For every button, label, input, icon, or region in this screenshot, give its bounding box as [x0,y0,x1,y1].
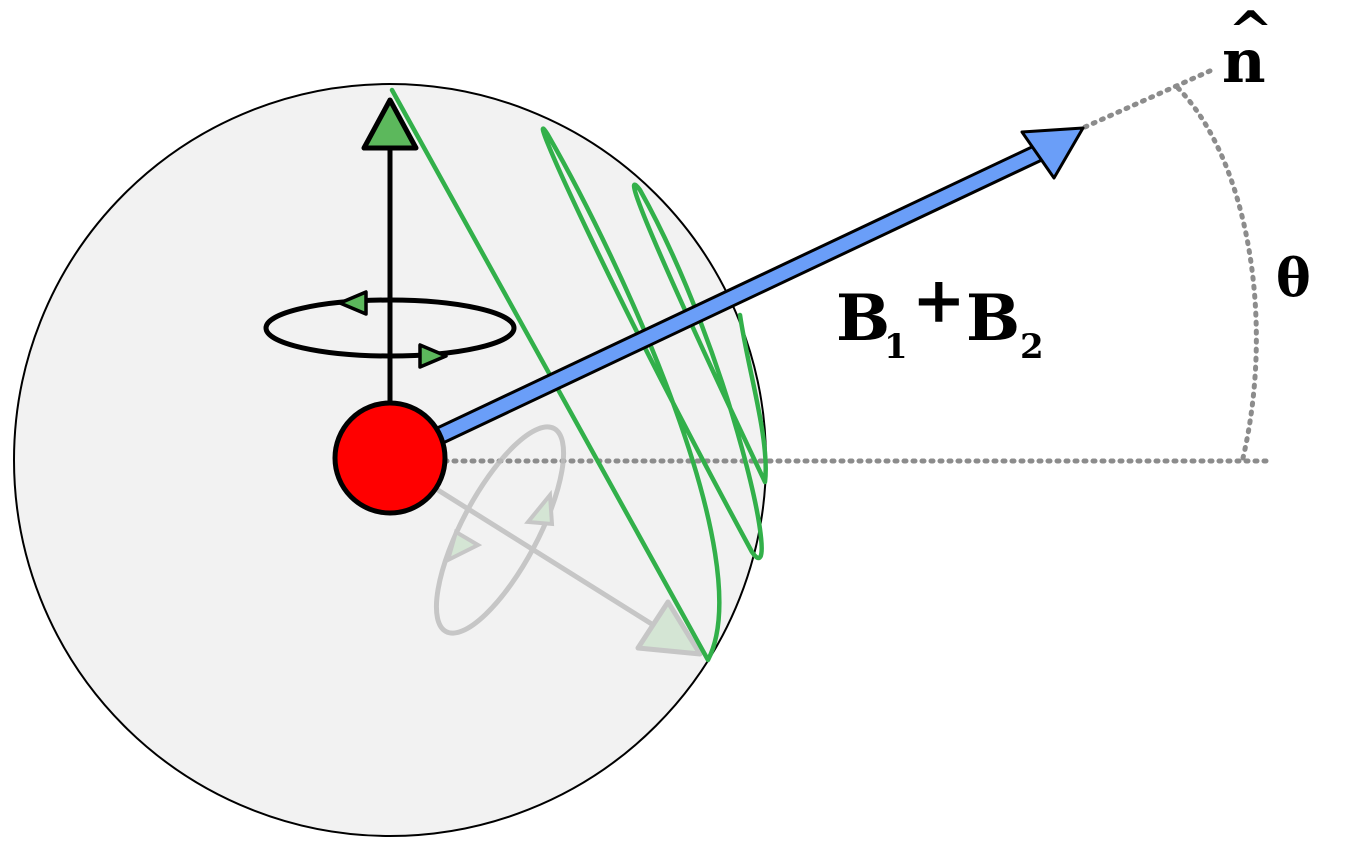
field-label-sub-2: 2 [1020,327,1044,367]
field-vector-arrowhead [1020,126,1085,180]
ghost-spin [404,424,703,657]
axis-label: n [1222,27,1266,97]
rotation-direction-arrowhead [418,343,448,369]
axis-label-hat: ^ [1228,0,1273,63]
field-vector-fill [417,146,1043,451]
spin-vector-arrowhead [361,97,419,151]
ghost-spin-arrowhead [635,599,703,657]
angle-arc [1175,85,1259,461]
ghost-spin-shaft [404,467,692,651]
field-label-b: B [966,281,1020,356]
field-label-sub-1: 1 [884,327,908,367]
angle-label: θ [1276,248,1311,309]
field-label-plus: + [912,263,966,338]
axis-extension-line [1082,67,1215,130]
precession-trajectory [389,87,768,663]
particle [332,400,448,516]
spin-rotation-loop [263,297,517,359]
field-label-b: B [836,281,890,356]
rotation-direction-arrowhead [338,290,368,316]
ghost-rotation-loop [433,424,567,636]
ghost-rotation-arrowhead [444,528,483,564]
ghost-rotation-arrowhead [524,489,555,527]
